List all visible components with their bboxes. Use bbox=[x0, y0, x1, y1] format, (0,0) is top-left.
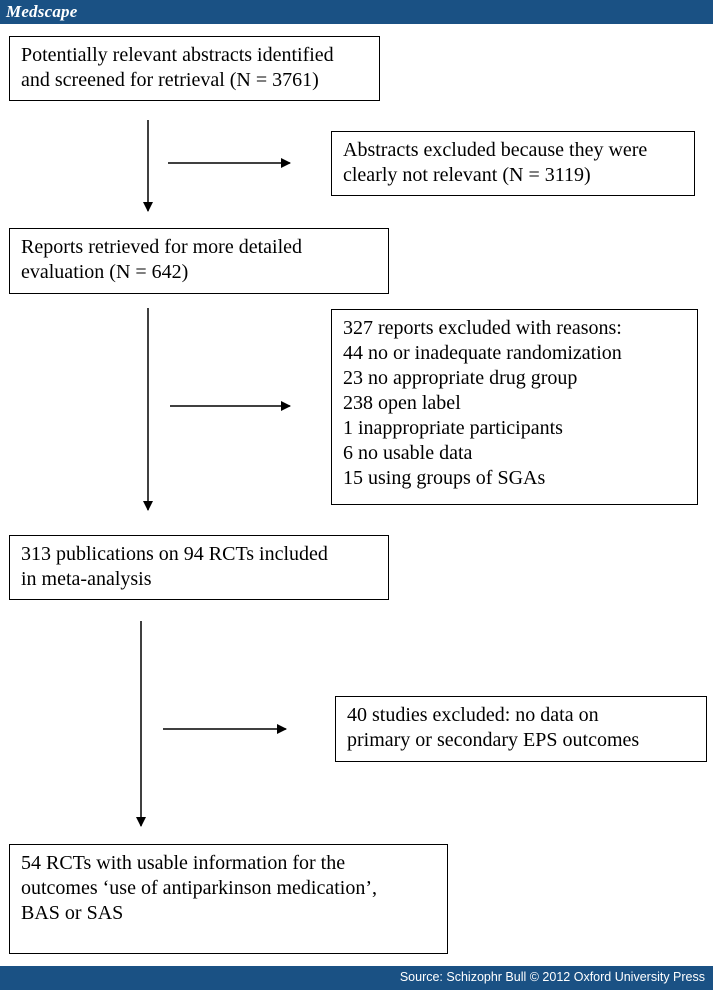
box-line: 44 no or inadequate randomization bbox=[343, 342, 622, 364]
box-line: 23 no appropriate drug group bbox=[343, 367, 578, 389]
box-line: evaluation (N = 642) bbox=[21, 261, 189, 283]
box-line: and screened for retrieval (N = 3761) bbox=[21, 69, 319, 91]
excluded-abstracts-box: Abstracts excluded because they were cle… bbox=[331, 131, 695, 196]
box-line: 313 publications on 94 RCTs included bbox=[21, 543, 328, 565]
box-line: 327 reports excluded with reasons: bbox=[343, 317, 622, 339]
usable-rcts-box: 54 RCTs with usable information for the … bbox=[9, 844, 448, 954]
box-line: 40 studies excluded: no data on bbox=[347, 704, 599, 726]
box-line: 54 RCTs with usable information for the bbox=[21, 852, 346, 874]
excluded-reports-box: 327 reports excluded with reasons: 44 no… bbox=[331, 309, 698, 505]
box-line: 6 no usable data bbox=[343, 442, 473, 464]
box-line: clearly not relevant (N = 3119) bbox=[343, 164, 591, 186]
box-line: Potentially relevant abstracts identifie… bbox=[21, 44, 334, 66]
box-line: outcomes ‘use of antiparkinson medicatio… bbox=[21, 877, 378, 899]
box-line: Abstracts excluded because they were bbox=[343, 139, 648, 161]
box-line: 238 open label bbox=[343, 392, 461, 414]
box-line: primary or secondary EPS outcomes bbox=[347, 729, 640, 751]
header-bar: Medscape bbox=[0, 0, 713, 24]
identified-box: Potentially relevant abstracts identifie… bbox=[9, 36, 380, 101]
included-box: 313 publications on 94 RCTs included in … bbox=[9, 535, 389, 600]
medscape-logo: Medscape bbox=[6, 2, 78, 21]
box-line: Reports retrieved for more detailed bbox=[21, 236, 302, 258]
excluded-studies-box: 40 studies excluded: no data on primary … bbox=[335, 696, 707, 762]
box-line: 15 using groups of SGAs bbox=[343, 467, 546, 489]
retrieved-box: Reports retrieved for more detailed eval… bbox=[9, 228, 389, 294]
footer-bar: Source: Schizophr Bull © 2012 Oxford Uni… bbox=[0, 966, 713, 990]
box-line: in meta-analysis bbox=[21, 568, 152, 590]
source-credit: Source: Schizophr Bull © 2012 Oxford Uni… bbox=[399, 970, 705, 984]
box-line: BAS or SAS bbox=[21, 902, 124, 924]
box-line: 1 inappropriate participants bbox=[343, 417, 563, 439]
